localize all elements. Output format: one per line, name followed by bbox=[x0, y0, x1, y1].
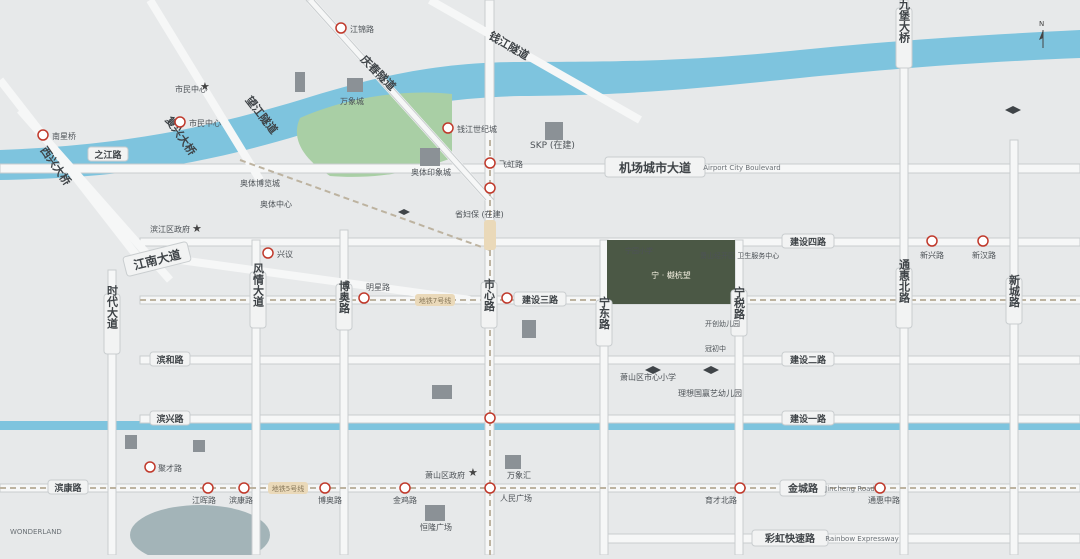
station-jiangpu: 江晖路 bbox=[192, 495, 216, 505]
metro-badge-7 bbox=[415, 294, 455, 306]
project-block[interactable] bbox=[607, 240, 735, 304]
road-shidai: 时代大道 bbox=[106, 284, 120, 330]
road-tonghuibei: 通惠北路 bbox=[898, 259, 911, 304]
road-binxing: 滨兴路 bbox=[156, 413, 184, 425]
metro-line7-label: 地铁7号线 bbox=[419, 296, 451, 305]
road-jincheng: 金城路 bbox=[787, 482, 819, 495]
lm-wanxiang: 万象城 bbox=[340, 96, 364, 106]
metro-line5-label: 地铁5号线 bbox=[272, 484, 304, 493]
road-ningshui: 宁税路 bbox=[733, 285, 746, 320]
lm-aoti-yinxiang: 奥体印象城 bbox=[411, 167, 451, 177]
compass-n: N bbox=[1039, 20, 1044, 28]
station-feihong: 飞虹路 bbox=[499, 159, 523, 169]
metro-badge-5 bbox=[268, 482, 308, 494]
road-zhijiang: 之江路 bbox=[94, 149, 122, 161]
lm-xiaoshan-gov: 萧山区政府 bbox=[425, 470, 465, 480]
road-jiansheer: 建设二路 bbox=[790, 354, 827, 366]
lm-skp: SKP (在建) bbox=[530, 139, 575, 151]
lm-wonderland: WONDERLAND bbox=[10, 528, 62, 536]
road-labels: 机场城市大道 Airport City Boulevard 江南大道 风情大道 … bbox=[47, 0, 1023, 547]
lm-hengtai: 恒隆广场 bbox=[420, 522, 452, 532]
station-xinhan: 新汉路 bbox=[972, 250, 996, 260]
road-jiansheyi: 建设一路 bbox=[790, 413, 827, 425]
river-south bbox=[0, 421, 1080, 430]
road-jianshesan: 建设三路 bbox=[522, 294, 559, 306]
station-nanxing: 南星桥 bbox=[52, 131, 76, 141]
lm-yinghua: 宁园小学 bbox=[625, 246, 653, 255]
star-icon: ★ bbox=[192, 222, 202, 235]
lm-wanxianghui: 万象汇 bbox=[507, 470, 531, 480]
station-xingyi: 兴议 bbox=[277, 250, 293, 259]
road-jichang-en: Airport City Boulevard bbox=[703, 164, 781, 172]
station-jinji: 金鸡路 bbox=[393, 495, 417, 505]
station-boao: 博奥路 bbox=[318, 495, 342, 505]
station-tonghui: 通惠中路 bbox=[868, 495, 900, 505]
building-icons bbox=[125, 72, 563, 521]
lm-kaichuang: 开创幼儿园 bbox=[705, 319, 740, 328]
station-yucai: 育才北路 bbox=[705, 495, 737, 505]
road-jiubao: 九堡大桥 bbox=[898, 0, 912, 44]
station-mingxing: 明星路 bbox=[366, 282, 390, 292]
lm-binjiang-gov: 滨江区政府 bbox=[150, 224, 190, 234]
station-jiangjin: 江锦路 bbox=[350, 24, 374, 34]
lake bbox=[130, 505, 270, 559]
school-icons bbox=[398, 106, 1021, 374]
road-binhe: 滨和路 bbox=[156, 354, 184, 366]
station-binkang: 滨康路 bbox=[229, 495, 253, 505]
metro-badge-2 bbox=[484, 220, 496, 250]
road-jichang: 机场城市大道 bbox=[619, 160, 691, 175]
star-icon: ★ bbox=[468, 466, 478, 479]
lm-shengfu: 省妇保 (在建) bbox=[455, 209, 504, 219]
landmark-labels: 市民中心 ★ 滨江区政府 ★ 万象城 SKP (在建) 奥体印象城 奥体博览城 … bbox=[10, 80, 779, 536]
river-main bbox=[0, 30, 1080, 180]
star-icon: ★ bbox=[200, 80, 210, 93]
metro-stations: 南星桥 市民中心 江锦路 钱江世纪城 飞虹路 兴议 明星路 新兴路 新汉路 聚才… bbox=[37, 22, 996, 505]
road-caihong: 彩虹快速路 bbox=[764, 532, 816, 545]
station-renmin: 人民广场 bbox=[500, 493, 532, 503]
lm-shimin: 市民中心 bbox=[175, 84, 207, 94]
road-ningdong: 宁东路 bbox=[598, 295, 611, 330]
road-jincheng-en: Jincheng Road bbox=[824, 485, 875, 493]
lm-aoti-bolan: 奥体博览城 bbox=[240, 178, 280, 188]
station-xinxing: 新兴路 bbox=[920, 250, 944, 260]
lm-xiaoshan-xx: 萧山区市心小学 bbox=[620, 372, 676, 382]
road-binkang: 滨康路 bbox=[54, 482, 82, 494]
road-fengqing: 风情大道 bbox=[252, 262, 265, 308]
lm-lixiang-kg: 理想国赢艺幼儿园 bbox=[678, 388, 742, 398]
road-jianshesi: 建设四路 bbox=[790, 236, 827, 248]
lm-jingkai: 萧山经开区 卫生服务中心 bbox=[700, 251, 779, 260]
station-shimin: 市民中心 bbox=[189, 118, 221, 128]
road-bo-ao: 博奥路 bbox=[338, 279, 352, 314]
lm-jichu: 冠初中 bbox=[705, 344, 726, 353]
compass: N bbox=[1039, 20, 1044, 48]
road-shixin: 市心路 bbox=[483, 277, 496, 312]
station-qjsj: 钱江世纪城 bbox=[457, 124, 497, 134]
station-jucai: 聚才路 bbox=[158, 463, 182, 473]
diagonal-edges bbox=[305, 0, 495, 201]
road-caihong-en: Rainbow Expressway bbox=[825, 535, 899, 543]
station-aoti: 奥体中心 bbox=[260, 199, 292, 209]
road-xincheng: 新城路 bbox=[1008, 273, 1021, 308]
project-label[interactable]: 宁 · 樾杭望 bbox=[651, 270, 691, 280]
